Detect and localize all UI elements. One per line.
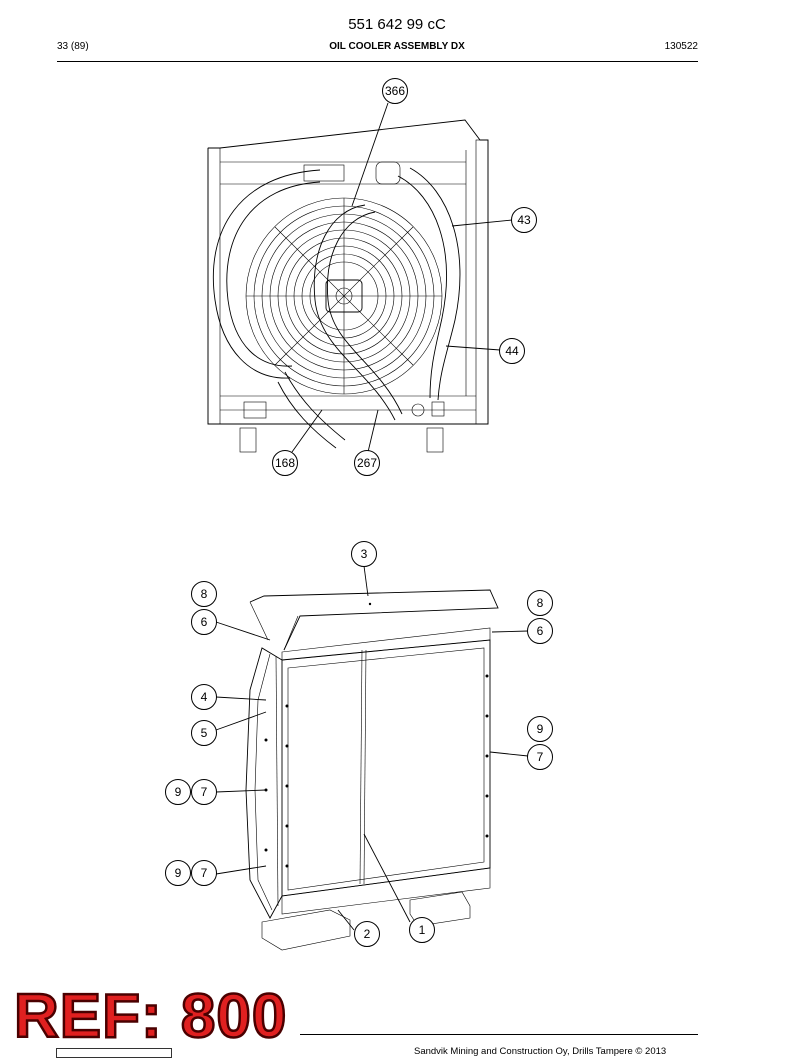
- callout-8-left: 8: [201, 587, 208, 601]
- callout-168: 168: [275, 456, 295, 470]
- page-count: 33 (89): [57, 41, 89, 52]
- callout-7-right: 7: [537, 750, 544, 764]
- callout-6-left: 6: [201, 615, 208, 629]
- callout-1: 1: [419, 923, 426, 937]
- footer-copyright: Sandvik Mining and Construction Oy, Dril…: [414, 1046, 667, 1057]
- bottom-figure: [215, 565, 529, 951]
- callout-8-right: 8: [537, 596, 544, 610]
- fan-guard: [245, 197, 443, 395]
- top-figure: [207, 102, 513, 453]
- callouts-bottom: 3 8 6 8 6 4 5 9 7 9 7 9 7 2 1: [165, 541, 553, 947]
- callout-366: 366: [385, 84, 405, 98]
- callout-6-right: 6: [537, 624, 544, 638]
- callout-9-mid: 9: [175, 785, 182, 799]
- callout-43: 43: [517, 213, 531, 227]
- callout-9-low: 9: [175, 866, 182, 880]
- page-title: OIL COOLER ASSEMBLY DX: [329, 41, 465, 52]
- ref-stamp: REF: 800: [13, 982, 288, 1051]
- footer-divider: [300, 1034, 698, 1035]
- callout-5: 5: [201, 726, 208, 740]
- callout-7-low: 7: [201, 866, 208, 880]
- bolt-dots: [264, 602, 489, 868]
- callout-9-right: 9: [537, 722, 544, 736]
- sandvik-logo-icon: [56, 1048, 172, 1058]
- header-divider: [57, 61, 698, 62]
- callout-7-mid: 7: [201, 785, 208, 799]
- callout-4: 4: [201, 690, 208, 704]
- callout-2: 2: [364, 927, 371, 941]
- callouts-top: 366 43 44 168 267: [272, 78, 537, 476]
- callout-3: 3: [361, 547, 368, 561]
- callout-267: 267: [357, 456, 377, 470]
- hoses: [212, 161, 461, 449]
- document-number: 551 642 99 cC: [348, 16, 446, 33]
- page-date: 130522: [664, 41, 698, 52]
- callout-44: 44: [505, 344, 519, 358]
